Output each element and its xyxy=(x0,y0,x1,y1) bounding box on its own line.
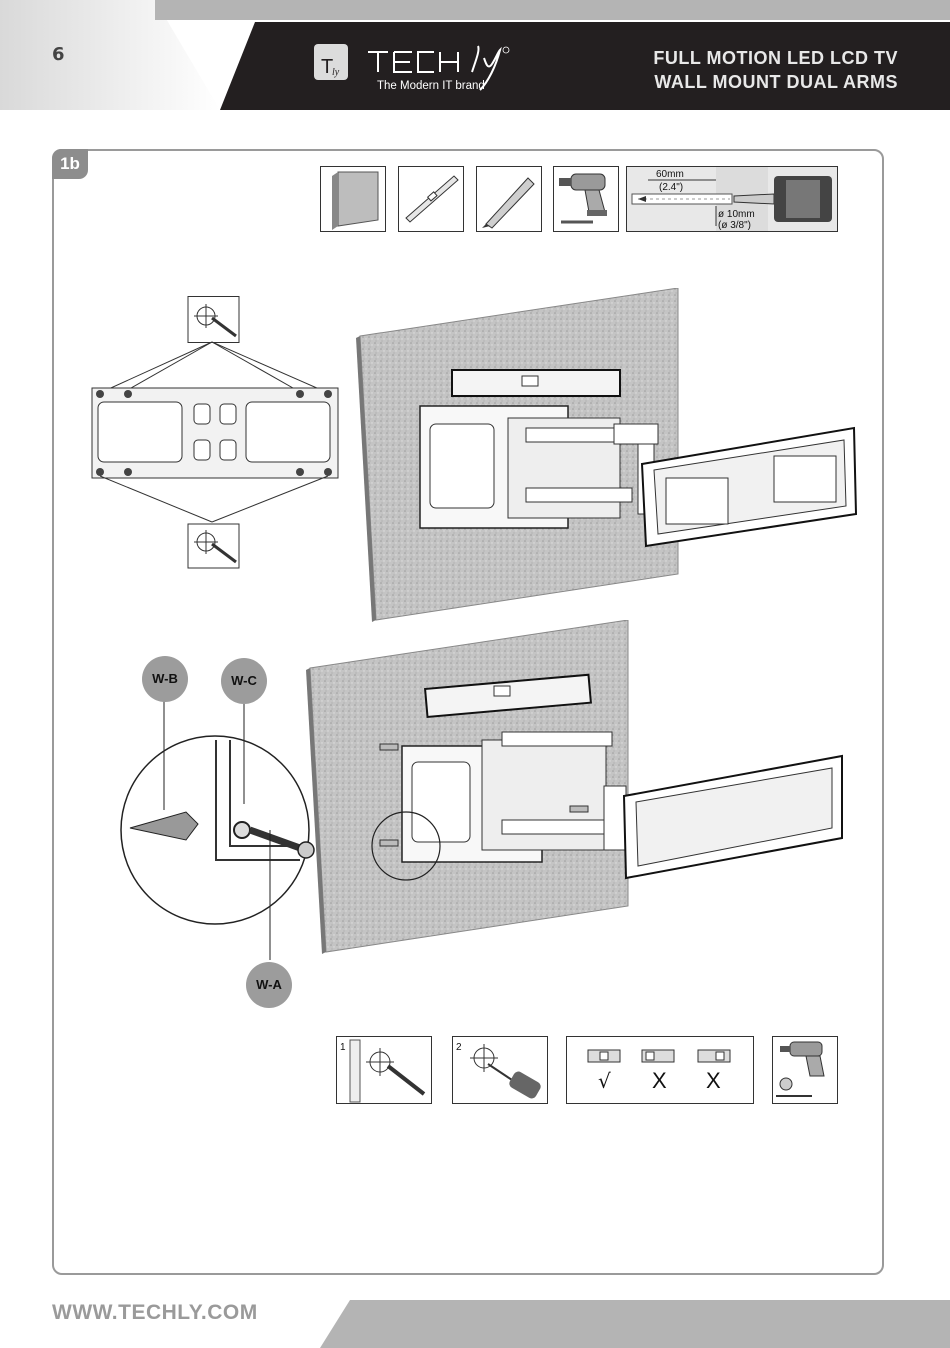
step-2-label: 2 xyxy=(456,1042,462,1053)
drill-screw-icon xyxy=(772,1036,838,1104)
step-drill-hole-icon: 2 xyxy=(452,1036,548,1104)
wall-icon xyxy=(320,166,386,232)
step-mark-hole-icon: 1 xyxy=(336,1036,432,1104)
footer-website-link[interactable]: WWW.TECHLY.COM xyxy=(52,1301,258,1325)
title-line-2: WALL MOUNT DUAL ARMS xyxy=(653,70,898,94)
level-ok-mark: √ xyxy=(598,1069,611,1093)
mount-fixing-illustration xyxy=(306,620,846,954)
wall-plate-marking-diagram xyxy=(88,296,342,572)
callout-leader-lines xyxy=(160,700,290,1000)
callout-w-b: W-B xyxy=(142,656,188,702)
pencil-icon xyxy=(476,166,542,232)
step-badge: 1b xyxy=(52,149,88,179)
brand-tagline: The Modern IT brand xyxy=(377,80,485,92)
level-bad-mark-2: X xyxy=(706,1068,721,1093)
drill-icon xyxy=(553,166,619,232)
callout-w-c: W-C xyxy=(221,658,267,704)
drill-depth-diagram: 60mm (2.4") ø 10mm (ø 3/8") xyxy=(626,166,838,232)
mount-leveling-illustration xyxy=(356,288,860,622)
step-1-label: 1 xyxy=(340,1042,346,1053)
level-check-icon: √ X X xyxy=(566,1036,754,1104)
svg-text:ly: ly xyxy=(332,67,340,78)
level-bad-mark-1: X xyxy=(652,1068,667,1093)
drill-diameter-mm: ø 10mm xyxy=(718,209,755,220)
drill-diameter-in: (ø 3/8") xyxy=(718,220,751,231)
drill-depth-mm: 60mm xyxy=(656,169,684,180)
spirit-level-icon xyxy=(398,166,464,232)
drill-depth-in: (2.4") xyxy=(659,182,683,193)
document-title: FULL MOTION LED LCD TV WALL MOUNT DUAL A… xyxy=(653,46,898,94)
callout-w-a: W-A xyxy=(246,962,292,1008)
title-line-1: FULL MOTION LED LCD TV xyxy=(653,46,898,70)
page-number: 6 xyxy=(52,44,65,65)
